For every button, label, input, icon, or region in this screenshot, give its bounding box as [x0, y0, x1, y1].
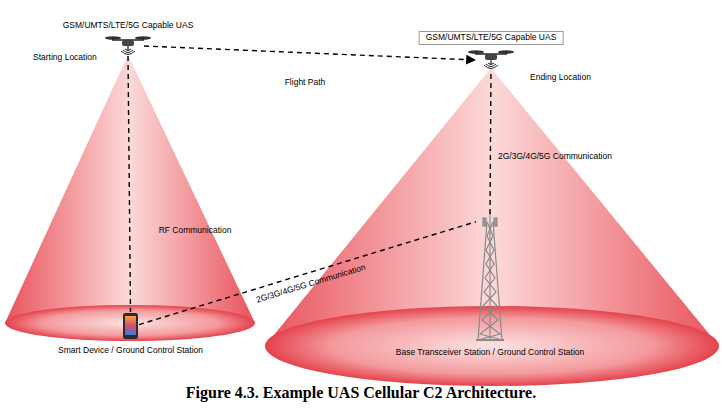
link-label: RF Communication	[159, 226, 232, 236]
coverage-cone	[265, 68, 719, 346]
link-label: 2G/3G/4G/5G Communication	[498, 152, 612, 162]
dashed-link	[139, 222, 476, 325]
uas-drone: GSM/UMTS/LTE/5G Capable UAS	[112, 36, 144, 56]
dashed-link	[128, 56, 131, 312]
figure-caption: Figure 4.3. Example UAS Cellular C2 Arch…	[0, 384, 722, 402]
node-label: GSM/UMTS/LTE/5G Capable UAS	[419, 31, 564, 45]
dashed-link	[144, 46, 475, 60]
node-label: Smart Device / Ground Control Station	[58, 346, 203, 356]
phone-icon	[123, 313, 138, 339]
node-label: GSM/UMTS/LTE/5G Capable UAS	[63, 21, 194, 31]
smart-device: Smart Device / Ground Control Station	[122, 312, 139, 340]
coverage-cone	[5, 55, 255, 323]
link-label: Flight Path	[283, 78, 328, 88]
tower-icon	[476, 212, 504, 340]
coverage-base	[265, 306, 719, 386]
dashed-link	[490, 70, 491, 214]
location-label: Starting Location	[33, 53, 97, 63]
uas-drone: GSM/UMTS/LTE/5G Capable UAS	[475, 50, 507, 70]
drone-icon	[468, 50, 514, 68]
location-label: Ending Location	[530, 73, 591, 83]
base-station: Base Transceiver Station / Ground Contro…	[476, 214, 504, 342]
node-label: Base Transceiver Station / Ground Contro…	[396, 348, 585, 358]
